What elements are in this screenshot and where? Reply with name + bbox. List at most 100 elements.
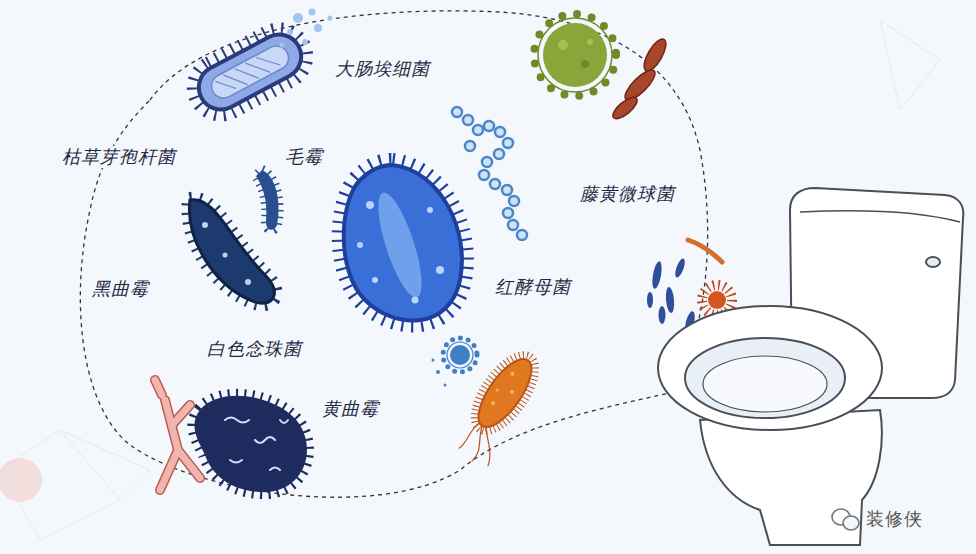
illustration-part	[647, 292, 653, 308]
illustration-part	[800, 211, 960, 222]
illustration-part	[155, 380, 162, 395]
illustration-part	[155, 380, 200, 490]
illustration-part	[370, 188, 431, 301]
illustration-part	[178, 450, 200, 478]
illustration-part	[344, 165, 462, 320]
illustration-part	[581, 60, 589, 68]
illustration-part	[517, 230, 527, 240]
illustration-part	[469, 351, 541, 435]
illustration-part	[509, 196, 519, 206]
toilet	[658, 188, 963, 545]
illustration-part	[484, 121, 494, 131]
illustration-part	[459, 421, 480, 450]
bacterium-name: 枯草芽孢杆菌	[60, 146, 178, 168]
small-rod	[256, 170, 279, 230]
illustration-part	[372, 277, 378, 283]
illustration-part	[155, 380, 200, 490]
illustration-part	[880, 20, 940, 110]
illustration-part	[357, 201, 444, 304]
orange-rod	[688, 240, 722, 262]
illustration-part	[621, 66, 659, 104]
spray-dots	[280, 9, 333, 48]
illustration-part	[685, 338, 845, 418]
fungus-name: 白色念珠菌	[205, 338, 304, 360]
bacterium-name: 藤黄微球菌	[578, 183, 677, 205]
illustration-part	[150, 11, 708, 335]
wechat-icon	[832, 509, 859, 530]
illustration-part	[494, 149, 504, 159]
illustration-part	[178, 450, 200, 478]
illustration-part	[366, 201, 374, 209]
illustration-part	[487, 370, 523, 411]
illustration-part	[443, 338, 477, 372]
illustration-part	[255, 437, 275, 443]
illustration-part	[463, 115, 473, 125]
illustration-part	[534, 14, 616, 96]
illustration-part	[479, 170, 489, 180]
green-virus	[534, 14, 616, 96]
bacterium-name: 大肠埃细菌	[333, 58, 432, 80]
illustration-part	[314, 24, 322, 32]
illustration-part	[490, 179, 500, 189]
illustration-part	[436, 370, 440, 374]
illustration-part	[465, 141, 475, 151]
illustration-part	[270, 468, 280, 471]
illustration-part	[473, 125, 483, 135]
illustration-part	[214, 49, 281, 97]
illustration-part	[172, 405, 190, 425]
illustration-part	[0, 458, 42, 502]
illustration-part	[302, 39, 308, 45]
pink-branches	[155, 380, 200, 490]
illustration-part	[508, 220, 518, 230]
illustration-part	[287, 29, 293, 35]
brown-rods	[610, 36, 670, 122]
illustration-part	[432, 359, 435, 362]
illustration-part	[155, 380, 162, 395]
illustration-part	[538, 18, 612, 92]
bead-chain	[452, 107, 527, 240]
illustration-part	[194, 396, 307, 492]
illustration-part	[463, 345, 546, 440]
illustration-part	[658, 306, 882, 430]
illustration-part	[700, 410, 882, 545]
illustration-part	[843, 516, 859, 530]
illustration-part	[194, 396, 307, 492]
illustration-part	[640, 36, 670, 74]
illustration-part	[412, 297, 419, 304]
illustration-part	[202, 222, 251, 285]
illustration-part	[245, 279, 251, 285]
fungus-name: 黄曲霉	[320, 398, 381, 420]
illustration-part	[447, 342, 473, 368]
blue-cell	[344, 165, 462, 320]
illustration-part	[610, 94, 641, 122]
illustration-part	[225, 418, 288, 471]
illustration-part	[587, 39, 593, 45]
illustration-part	[665, 287, 675, 314]
illustration-part	[223, 253, 228, 258]
illustration-part	[651, 261, 664, 290]
illustration-part	[926, 257, 940, 267]
illustration-part	[659, 306, 666, 324]
illustration-part	[230, 460, 242, 463]
blue-virus	[432, 338, 478, 387]
illustration-part	[452, 107, 462, 117]
illustration-part	[673, 257, 686, 278]
background-blobs	[0, 458, 42, 502]
illustration-part	[450, 345, 470, 365]
illustration-part	[207, 42, 292, 103]
illustration-part	[172, 405, 190, 425]
illustration-part	[280, 420, 288, 423]
fungus-name: 黑曲霉	[90, 278, 151, 300]
illustration-part	[256, 170, 279, 230]
dashed-loop	[80, 11, 707, 497]
illustration-part	[160, 450, 178, 490]
rod-bacterium	[184, 20, 315, 124]
illustration-part	[495, 388, 499, 392]
illustration-part	[427, 207, 433, 213]
illustration-part	[558, 40, 568, 50]
illustration-part	[503, 138, 513, 148]
illustration-part	[357, 242, 363, 248]
